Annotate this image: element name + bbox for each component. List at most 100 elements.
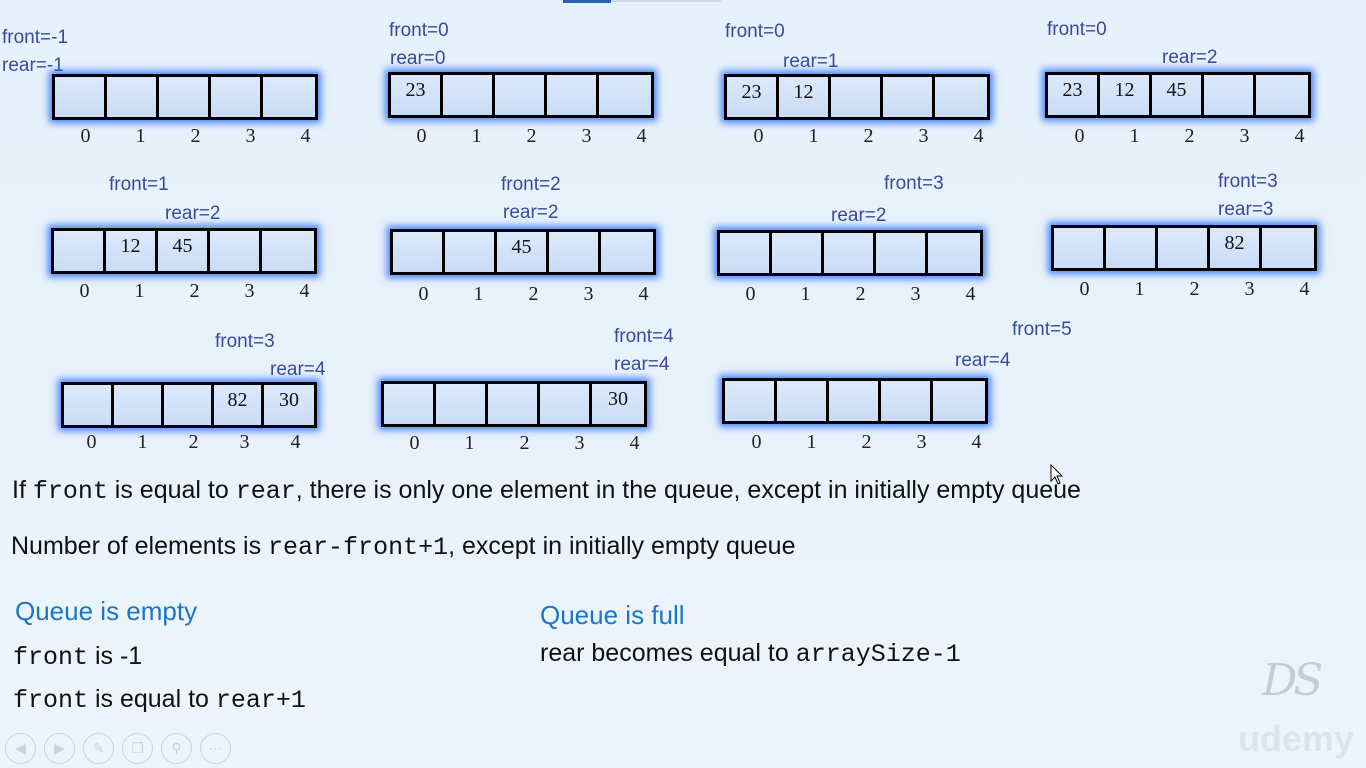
ds-logo: DS: [1262, 655, 1323, 706]
queue-cell: [725, 381, 777, 421]
queue-cell: [549, 232, 601, 272]
index-label: 4: [300, 125, 311, 147]
empty-condition-2: front is equal to rear+1: [13, 685, 306, 715]
queue-cell: 23: [1048, 75, 1100, 115]
front-label: front=0: [725, 21, 785, 42]
index-label: 0: [86, 431, 97, 453]
more-icon[interactable]: ⋯: [200, 733, 231, 764]
queue-full-heading: Queue is full: [540, 600, 685, 630]
queue-array: 12 45: [51, 228, 317, 274]
queue-cell: 12: [106, 231, 158, 271]
queue-array: 82 30: [61, 382, 317, 428]
queue-array: 23: [388, 72, 654, 118]
index-row: 0 1 2 3 4: [731, 125, 1006, 148]
queue-cell: 12: [1100, 75, 1152, 115]
rear-label: rear=2: [165, 203, 221, 224]
index-label: 0: [409, 432, 420, 454]
index-label: 1: [473, 283, 484, 305]
index-row: 0 1 2 3 4: [723, 283, 998, 306]
front-label: front=3: [1218, 171, 1278, 192]
empty-condition-1: front is -1: [13, 642, 142, 672]
queue-cell: 30: [592, 384, 644, 424]
index-label: 1: [135, 125, 146, 147]
index-label: 0: [745, 283, 756, 305]
code-formula: rear-front+1: [268, 533, 449, 562]
index-label: 3: [918, 125, 929, 147]
rear-label: rear=4: [955, 350, 1011, 371]
queue-cell: [1158, 228, 1210, 268]
queue-cell: 30: [264, 385, 314, 425]
queue-cell: [876, 233, 928, 273]
index-label: 3: [245, 125, 256, 147]
front-label: front=1: [109, 174, 169, 195]
index-label: 3: [574, 432, 585, 454]
queue-cell: [436, 384, 488, 424]
rule-one-element: If front is equal to rear, there is only…: [12, 476, 1081, 506]
index-label: 4: [1299, 278, 1310, 300]
index-label: 4: [299, 280, 310, 302]
queue-cell: [1204, 75, 1256, 115]
queue-cell: [210, 231, 262, 271]
rule-count: Number of elements is rear-front+1, exce…: [11, 532, 796, 562]
queue-cell: 23: [727, 77, 779, 117]
front-label: front=4: [614, 326, 674, 347]
rear-label: rear=2: [1162, 47, 1218, 68]
index-label: 2: [863, 125, 874, 147]
code-rear: rear: [235, 477, 296, 506]
index-label: 2: [861, 431, 872, 453]
index-label: 2: [189, 280, 200, 302]
index-label: 0: [80, 125, 91, 147]
index-label: 3: [910, 283, 921, 305]
queue-cell: 82: [1210, 228, 1262, 268]
slide-progress-track: [611, 0, 721, 2]
queue-cell: [883, 77, 935, 117]
queue-cell: [824, 233, 876, 273]
pen-icon[interactable]: ✎: [83, 733, 114, 764]
code-array-size: arraySize-1: [795, 640, 961, 669]
play-icon[interactable]: ▶: [44, 733, 75, 764]
queue-cell: [547, 75, 599, 115]
index-label: 4: [638, 283, 649, 305]
index-row: 0 1 2 3 4: [387, 432, 662, 455]
queue-cell: [55, 77, 107, 117]
prev-icon[interactable]: ◀: [5, 733, 36, 764]
index-label: 2: [855, 283, 866, 305]
front-label: front=-1: [2, 27, 69, 48]
queue-cell: [164, 385, 214, 425]
mouse-cursor-icon: [1050, 464, 1064, 485]
index-label: 1: [137, 431, 148, 453]
zoom-icon[interactable]: ⚲: [161, 733, 192, 764]
rule-text: Number of elements is: [11, 532, 269, 560]
queue-array: 30: [381, 381, 647, 427]
copy-icon[interactable]: ❐: [122, 733, 153, 764]
queue-array: [722, 378, 988, 424]
rear-label: rear=-1: [2, 55, 64, 76]
code-front: front: [13, 686, 89, 715]
rear-label: rear=2: [831, 205, 887, 226]
rear-label: rear=3: [1218, 199, 1274, 220]
index-label: 0: [1074, 125, 1085, 147]
queue-cell: [495, 75, 547, 115]
condition-text: is -1: [88, 642, 143, 670]
queue-cell: [1262, 228, 1314, 268]
queue-cell: [443, 75, 495, 115]
queue-array: 23 12: [724, 74, 990, 120]
index-label: 4: [290, 431, 301, 453]
queue-cell: [107, 77, 159, 117]
rule-text: , except in initially empty queue: [448, 532, 796, 560]
index-label: 0: [416, 125, 427, 147]
index-row: 0 1 2 3 4: [394, 125, 669, 148]
index-label: 4: [965, 283, 976, 305]
queue-cell: [262, 231, 314, 271]
front-label: front=2: [501, 174, 561, 195]
code-front: front: [32, 477, 108, 506]
queue-cell: [540, 384, 592, 424]
index-label: 2: [528, 283, 539, 305]
rear-label: rear=0: [390, 48, 446, 69]
queue-cell: 45: [158, 231, 210, 271]
queue-array: 82: [1051, 225, 1317, 271]
rule-text: is equal to: [107, 476, 236, 504]
index-row: 0 1 2 3 4: [1057, 278, 1332, 301]
rear-label: rear=1: [783, 51, 839, 72]
index-label: 4: [636, 125, 647, 147]
